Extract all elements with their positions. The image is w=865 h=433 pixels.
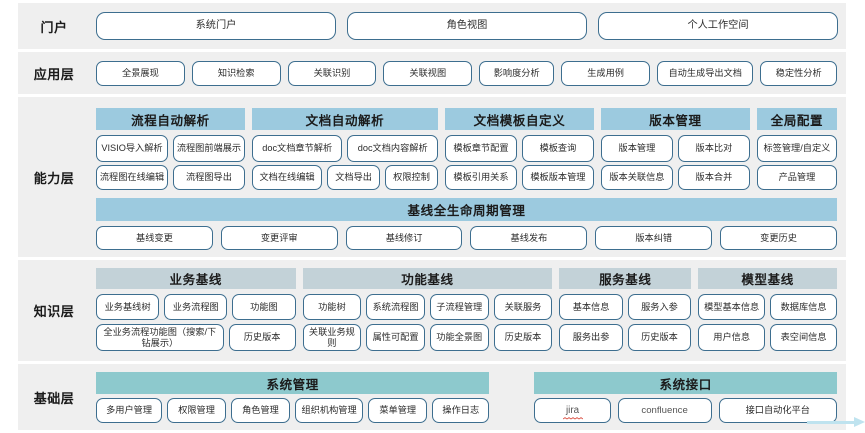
- capability-item-version-compare[interactable]: 版本比对: [677, 135, 750, 162]
- capability-item-visio-import-parse[interactable]: VISIO导入解析: [96, 135, 168, 162]
- knowledge-item-service-input-params[interactable]: 服务入参: [627, 294, 692, 320]
- app-item-panorama[interactable]: 全景展现: [96, 60, 185, 86]
- knowledge-group-title-model-baseline: 模型基线: [698, 268, 837, 289]
- knowledge-item-function-panorama[interactable]: 功能全景图: [429, 324, 489, 351]
- lifecycle-item-change-review[interactable]: 变更评审: [220, 226, 338, 250]
- layer-band-application: 应用层 全景展现 知识检索 关联识别 关联视图 影响度分析 生成用例 自动生成导…: [18, 52, 846, 94]
- knowledge-item-model-basic-info[interactable]: 模型基本信息: [698, 294, 766, 320]
- capability-item-doc-content-parse[interactable]: doc文档内容解析: [347, 135, 438, 162]
- capability-item-doc-online-edit[interactable]: 文档在线编辑: [251, 165, 323, 190]
- capability-item-template-query[interactable]: 模板查询: [521, 135, 594, 162]
- knowledge-item-subprocess-management[interactable]: 子流程管理: [429, 294, 489, 320]
- layer-band-capability: 能力层 流程自动解析 文档自动解析 文档模板自定义 版本管理 全局配置 VISI…: [18, 97, 846, 257]
- capability-item-flow-online-edit[interactable]: 流程图在线编辑: [96, 165, 168, 190]
- layer-band-base: 基础层 系统管理 系统接口 多用户管理 权限管理 角色管理 组织机构管理 菜单管…: [18, 364, 846, 430]
- capability-item-version-merge[interactable]: 版本合并: [677, 165, 750, 190]
- capability-item-tag-management[interactable]: 标签管理/自定义: [756, 135, 837, 162]
- layer-label-portal: 门户: [40, 19, 68, 35]
- base-item-api-automation-platform[interactable]: 接口自动化平台: [718, 398, 837, 423]
- base-item-jira-label: jira: [565, 404, 580, 416]
- layer-body-knowledge: 业务基线 功能基线 服务基线 模型基线 业务基线树 业务流程图 功能图 功能树 …: [90, 260, 846, 361]
- layer-label-capability: 能力层: [33, 170, 75, 186]
- knowledge-item-function-chart[interactable]: 功能图: [232, 294, 296, 320]
- capability-group-title-global-config: 全局配置: [756, 108, 837, 130]
- base-item-menu-management[interactable]: 菜单管理: [368, 398, 428, 423]
- knowledge-item-business-flow-chart[interactable]: 业务流程图: [164, 294, 228, 320]
- knowledge-item-system-flow-chart[interactable]: 系统流程图: [366, 294, 425, 320]
- base-item-permission-management[interactable]: 权限管理: [167, 398, 227, 423]
- lifecycle-item-version-correction[interactable]: 版本纠错: [595, 226, 713, 250]
- spellcheck-squiggle-icon: [562, 417, 583, 420]
- layer-body-application: 全景展现 知识检索 关联识别 关联视图 影响度分析 生成用例 自动生成导出文档 …: [90, 52, 846, 94]
- portal-item-role-view[interactable]: 角色视图: [347, 12, 587, 40]
- capability-group-title-process-parse: 流程自动解析: [96, 108, 245, 130]
- layer-band-knowledge: 知识层 业务基线 功能基线 服务基线 模型基线 业务基线树 业务流程图 功能图 …: [18, 260, 846, 361]
- app-item-generate-case[interactable]: 生成用例: [561, 60, 650, 86]
- base-group-title-system-interface: 系统接口: [534, 372, 837, 394]
- base-group-title-system-management: 系统管理: [96, 372, 490, 394]
- app-item-knowledge-search[interactable]: 知识检索: [191, 60, 281, 86]
- knowledge-group-title-business-baseline: 业务基线: [96, 268, 296, 289]
- layer-label-knowledge: 知识层: [33, 304, 75, 319]
- layer-body-base: 系统管理 系统接口 多用户管理 权限管理 角色管理 组织机构管理 菜单管理 操作…: [90, 364, 846, 430]
- app-item-relation-recognition[interactable]: 关联识别: [287, 60, 377, 86]
- corner-arrow-icon: [807, 417, 865, 427]
- base-item-multi-user-management[interactable]: 多用户管理: [96, 398, 163, 423]
- knowledge-item-user-info[interactable]: 用户信息: [698, 324, 766, 351]
- layer-body-portal: 系统门户 角色视图 个人工作空间: [90, 3, 846, 49]
- capability-item-template-reference[interactable]: 模板引用关系: [444, 165, 517, 190]
- base-item-jira[interactable]: jira: [534, 398, 611, 423]
- corner-arrow-shaft: [807, 420, 855, 424]
- knowledge-item-full-business-flow-function-chart[interactable]: 全业务流程功能图（搜索/下钻展示）: [96, 324, 224, 351]
- layer-label-base: 基础层: [33, 390, 75, 406]
- portal-item-personal-workspace[interactable]: 个人工作空间: [598, 12, 838, 40]
- layer-label-application: 应用层: [33, 66, 75, 82]
- knowledge-item-business-history-version[interactable]: 历史版本: [228, 324, 296, 351]
- knowledge-item-attribute-configurable[interactable]: 属性可配置: [366, 324, 425, 351]
- lifecycle-item-baseline-release[interactable]: 基线发布: [470, 226, 588, 250]
- knowledge-item-service-output-params[interactable]: 服务出参: [559, 324, 623, 351]
- jira-label-wrap: jira: [562, 404, 583, 420]
- base-item-role-management[interactable]: 角色管理: [231, 398, 290, 423]
- capability-group-title-version-mgmt: 版本管理: [600, 108, 750, 130]
- capability-lifecycle-title: 基线全生命周期管理: [96, 198, 837, 221]
- knowledge-item-service-history-version[interactable]: 历史版本: [627, 324, 692, 351]
- corner-arrow-head: [854, 417, 865, 427]
- capability-item-flow-export[interactable]: 流程图导出: [172, 165, 245, 190]
- capability-item-doc-export[interactable]: 文档导出: [327, 165, 381, 190]
- capability-item-product-management[interactable]: 产品管理: [756, 165, 837, 190]
- app-item-auto-export-doc[interactable]: 自动生成导出文档: [656, 60, 754, 86]
- layer-band-portal: 门户 系统门户 角色视图 个人工作空间: [18, 3, 846, 49]
- knowledge-item-tablespace-info[interactable]: 表空间信息: [770, 324, 838, 351]
- app-item-impact-analysis[interactable]: 影响度分析: [479, 60, 555, 86]
- app-item-relation-view[interactable]: 关联视图: [383, 60, 473, 86]
- capability-item-flow-frontend-display[interactable]: 流程图前端展示: [172, 135, 245, 162]
- knowledge-item-function-tree[interactable]: 功能树: [302, 294, 362, 320]
- capability-item-version-relation-info[interactable]: 版本关联信息: [600, 165, 673, 190]
- knowledge-item-database-info[interactable]: 数据库信息: [770, 294, 838, 320]
- lifecycle-item-change-history[interactable]: 变更历史: [720, 226, 837, 250]
- knowledge-item-business-baseline-tree[interactable]: 业务基线树: [96, 294, 160, 320]
- base-item-confluence[interactable]: confluence: [617, 398, 712, 423]
- capability-item-template-chapter-config[interactable]: 模板章节配置: [444, 135, 517, 162]
- base-item-operation-log[interactable]: 操作日志: [432, 398, 490, 423]
- knowledge-group-title-service-baseline: 服务基线: [559, 268, 692, 289]
- capability-group-title-doc-template: 文档模板自定义: [444, 108, 594, 130]
- capability-item-permission-control[interactable]: 权限控制: [385, 165, 438, 190]
- knowledge-item-service-basic-info[interactable]: 基本信息: [559, 294, 623, 320]
- base-item-org-structure-management[interactable]: 组织机构管理: [294, 398, 364, 423]
- knowledge-item-function-history-version[interactable]: 历史版本: [493, 324, 553, 351]
- knowledge-item-related-service[interactable]: 关联服务: [493, 294, 553, 320]
- capability-group-title-doc-parse: 文档自动解析: [251, 108, 438, 130]
- lifecycle-item-baseline-revise[interactable]: 基线修订: [345, 226, 463, 250]
- portal-item-system-portal[interactable]: 系统门户: [96, 12, 336, 40]
- knowledge-item-related-business-rule[interactable]: 关联业务规则: [302, 324, 362, 351]
- knowledge-group-title-function-baseline: 功能基线: [302, 268, 553, 289]
- capability-item-doc-chapter-parse[interactable]: doc文档章节解析: [251, 135, 343, 162]
- capability-item-template-version-mgmt[interactable]: 模板版本管理: [521, 165, 594, 190]
- lifecycle-item-baseline-change[interactable]: 基线变更: [96, 226, 213, 250]
- app-item-stability-analysis[interactable]: 稳定性分析: [760, 60, 837, 86]
- layer-body-capability: 流程自动解析 文档自动解析 文档模板自定义 版本管理 全局配置 VISIO导入解…: [90, 97, 846, 257]
- capability-item-version-management[interactable]: 版本管理: [600, 135, 673, 162]
